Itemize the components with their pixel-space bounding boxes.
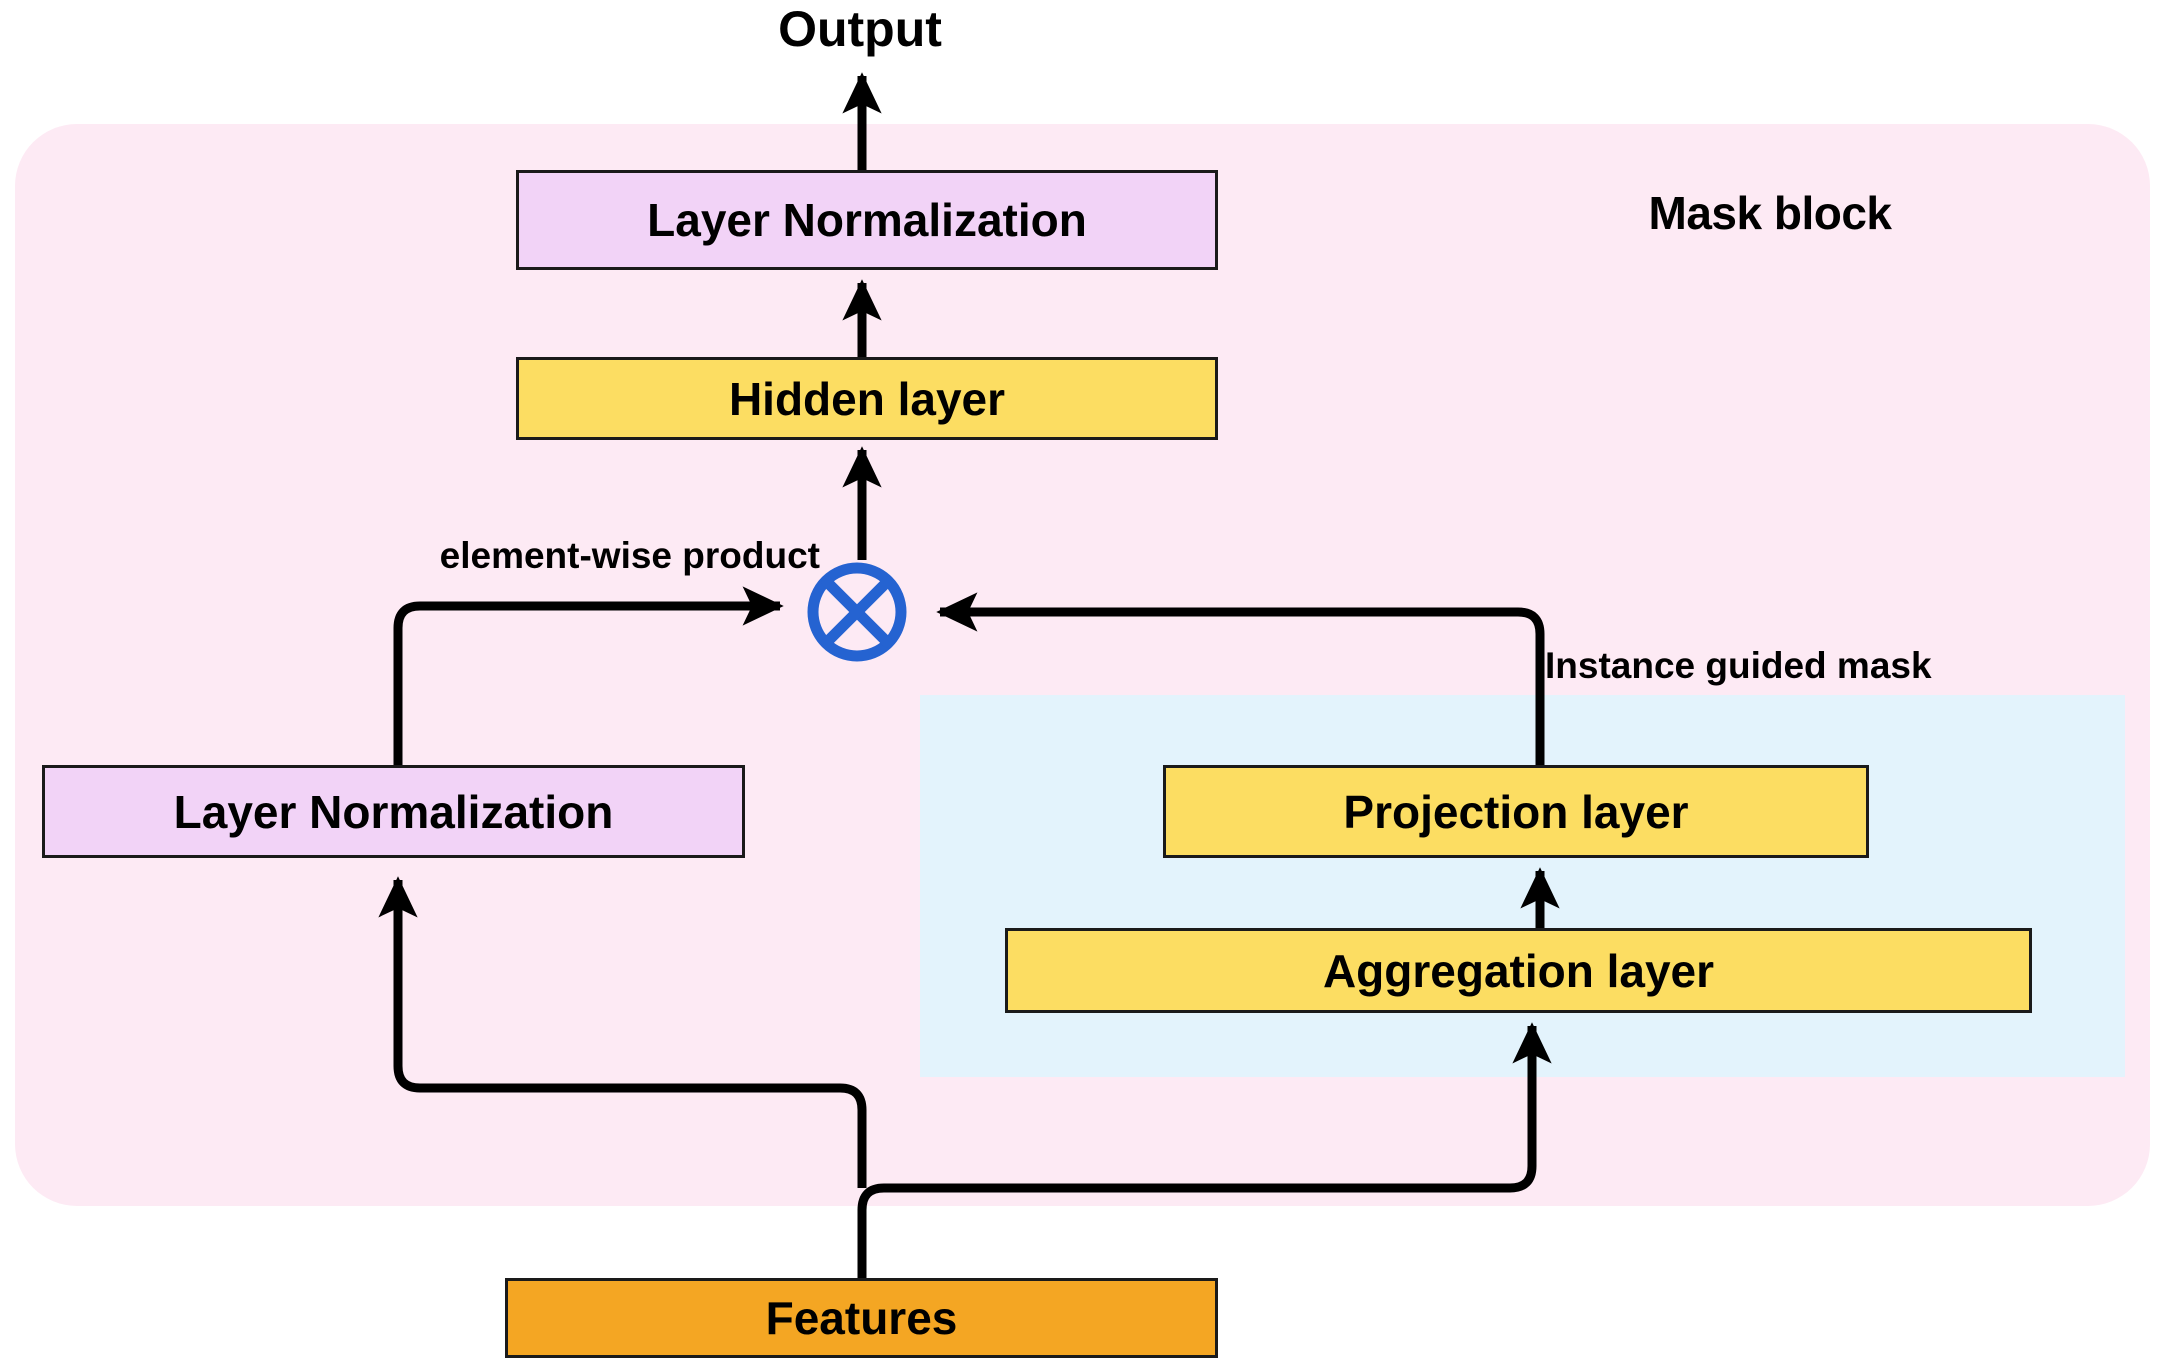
node-features: Features (505, 1278, 1218, 1358)
node-hidden-layer: Hidden layer (516, 357, 1218, 440)
wire-features-bus (857, 1060, 1537, 1278)
node-aggregation-layer: Aggregation layer (1005, 928, 2032, 1013)
node-projection-layer: Projection layer (1163, 765, 1869, 858)
element-wise-product-label: element-wise product (439, 535, 820, 576)
wire-layernorm-left-to-operator (393, 586, 784, 765)
circled-times-icon (807, 562, 907, 662)
mask-block-title: Mask block (1648, 187, 1893, 239)
instance-guided-mask-label: Instance guided mask (1545, 645, 1932, 686)
wire-projection-to-operator (936, 592, 1545, 765)
output-label: Output (778, 1, 942, 57)
wire-features-to-layernorm-left (378, 876, 867, 1188)
node-layer-normalization-top: Layer Normalization (516, 170, 1218, 270)
node-layer-normalization-left: Layer Normalization (42, 765, 745, 858)
